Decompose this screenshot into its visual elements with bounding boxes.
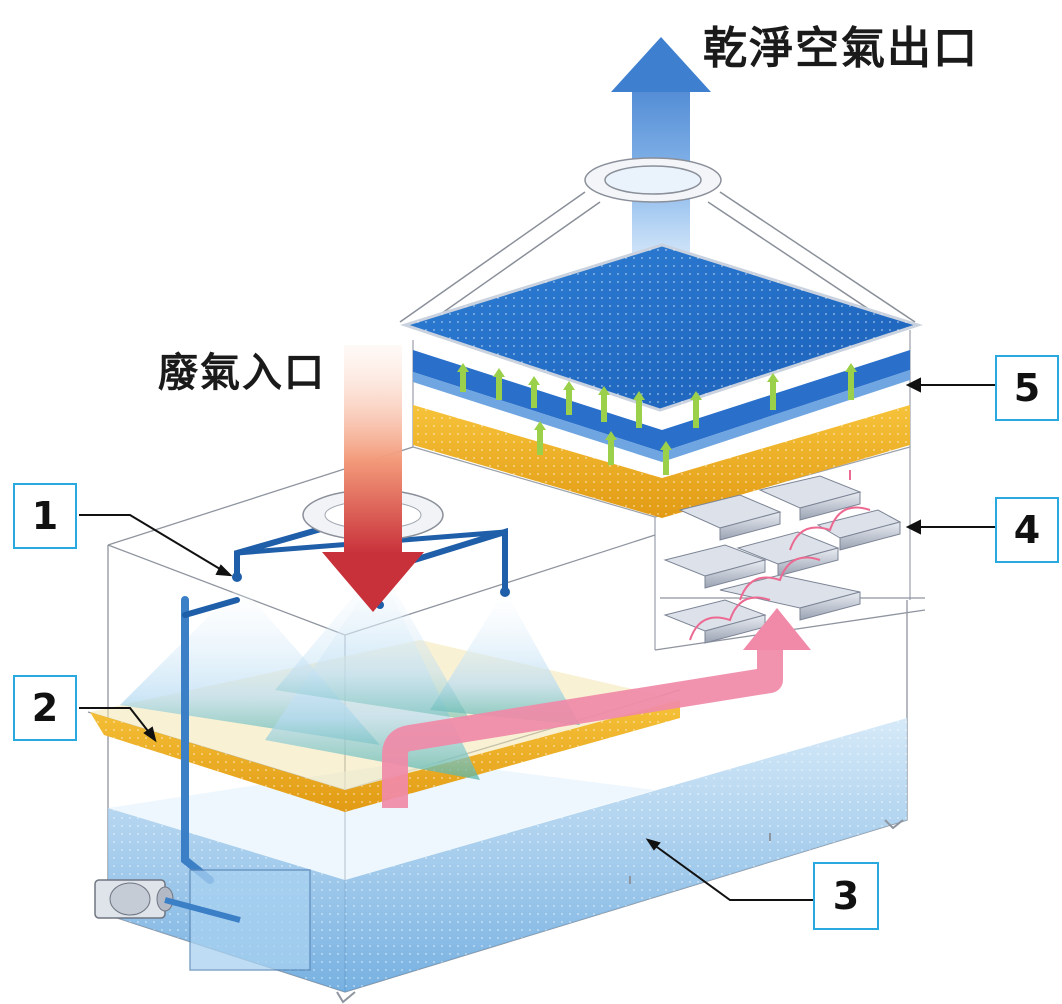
baffle-plates <box>663 475 902 644</box>
callout-4: 4 <box>995 497 1059 563</box>
outlet-hood <box>399 157 916 331</box>
leader-lines <box>79 377 995 901</box>
airflow-arrow <box>382 470 871 808</box>
callout-5: 5 <box>995 355 1059 421</box>
pump-icon <box>94 869 311 971</box>
support-legs <box>336 819 904 1004</box>
waste-gas-inlet-arrow <box>322 345 424 612</box>
callout-2: 2 <box>13 675 77 741</box>
waste-gas-inlet-label: 廢氣入口 <box>158 350 326 396</box>
demister-pad <box>400 243 923 462</box>
packing-layer-upper <box>413 405 910 518</box>
clean-air-outlet-label: 乾淨空氣出口 <box>703 23 979 74</box>
airflow-up-arrows <box>457 363 857 475</box>
callout-1: 1 <box>13 483 77 549</box>
callout-3: 3 <box>813 862 879 930</box>
